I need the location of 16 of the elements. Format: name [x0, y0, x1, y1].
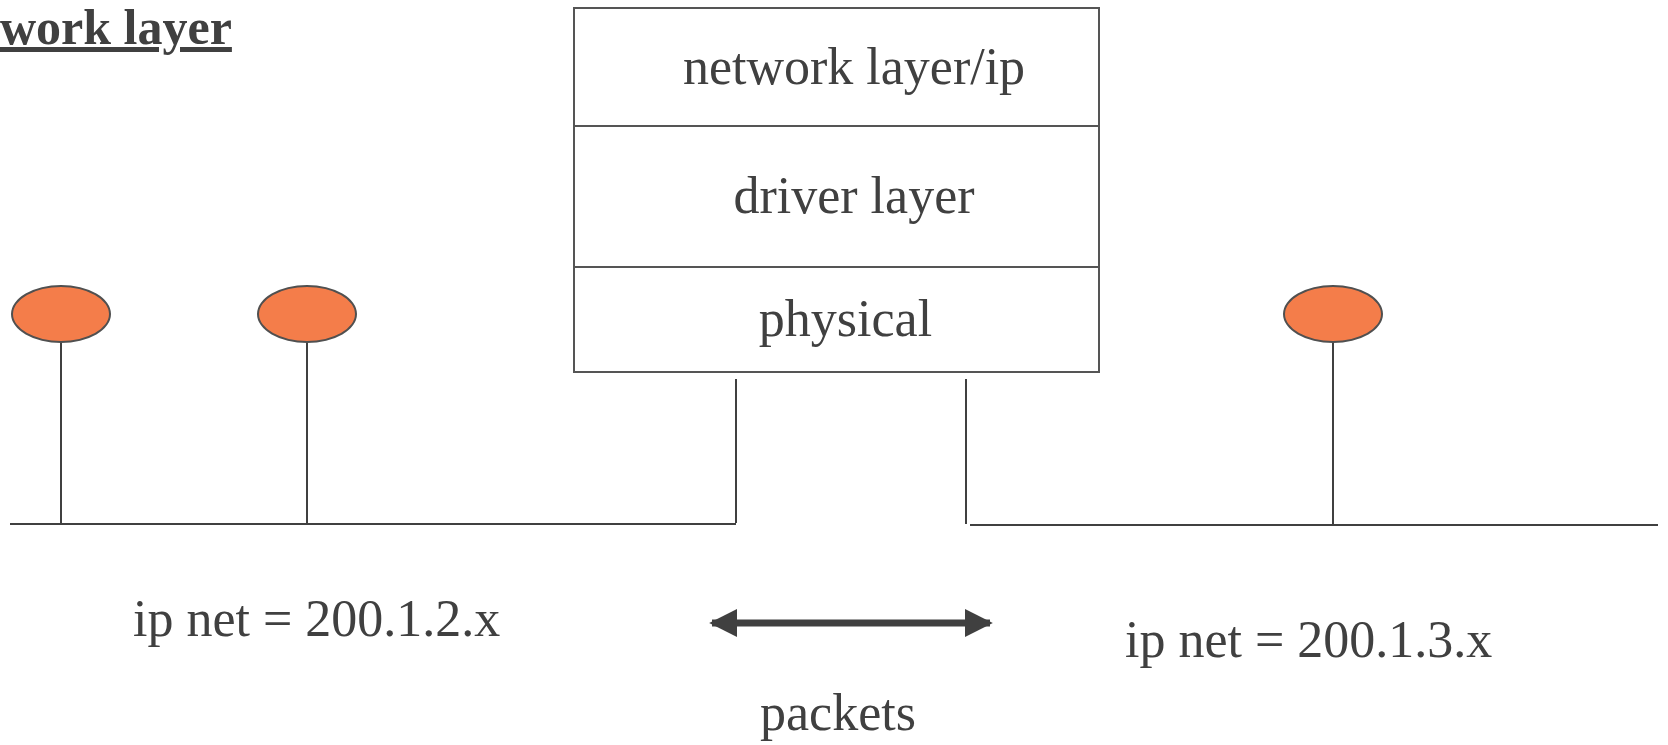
- connector-line: [60, 342, 62, 524]
- layer-box: [573, 7, 1100, 127]
- layer-label: physical: [758, 290, 933, 348]
- network-bus-line: [970, 524, 1658, 526]
- layer-box: [573, 126, 1100, 268]
- layer-label: driver layer: [733, 167, 975, 225]
- layer-label: network layer/ip: [682, 38, 1026, 96]
- network-bus-line: [10, 523, 736, 525]
- layer-box: [573, 267, 1100, 373]
- network-label: ip net = 200.1.3.x: [1125, 614, 1493, 666]
- connector-line: [1332, 342, 1334, 525]
- connector-line: [306, 342, 308, 524]
- connector-line: [965, 378, 967, 525]
- connector-line: [735, 378, 737, 524]
- arrow-label: packets: [760, 687, 916, 739]
- network-label: ip net = 200.1.2.x: [133, 593, 501, 645]
